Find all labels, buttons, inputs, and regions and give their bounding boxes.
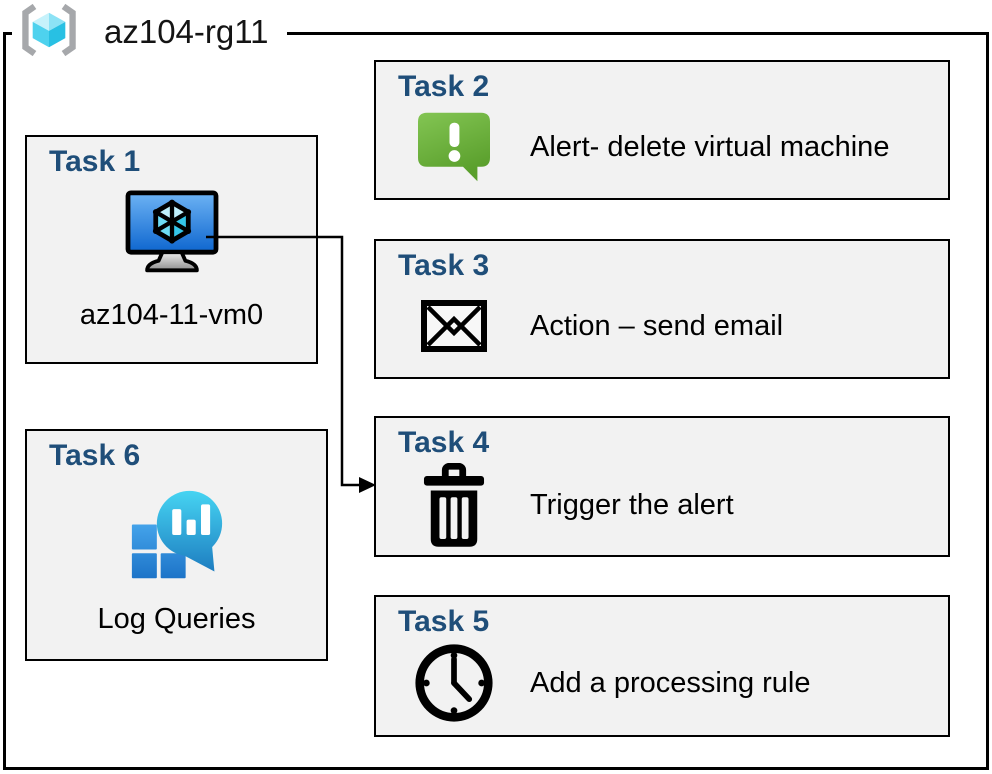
- task5-title: Task 5: [398, 605, 490, 638]
- task-box-task1: Task 1 az104-11-vm0: [25, 135, 318, 364]
- resource-group-name: az104-rg11: [104, 13, 269, 50]
- task-box-task3: Task 3 Action – send email: [374, 239, 950, 379]
- task-box-task6: Task 6 Log Queries: [25, 429, 328, 661]
- task-box-task2: Task 2 Alert- delete virtual machine: [374, 60, 950, 200]
- trash-icon: [412, 462, 496, 549]
- email-icon: [412, 300, 496, 353]
- task5-label: Add a processing rule: [530, 666, 811, 699]
- task3-title: Task 3: [398, 249, 490, 282]
- clock-icon: [412, 643, 496, 723]
- task-box-task4: Trigger the alert Task 4: [374, 416, 950, 557]
- task-box-task5: Task 5 Add a processing rule: [374, 595, 950, 737]
- log-queries-icon: [129, 488, 225, 589]
- task3-label: Action – send email: [530, 309, 784, 342]
- task2-title: Task 2: [398, 70, 490, 103]
- task6-title: Task 6: [49, 439, 141, 472]
- alert-icon: [412, 111, 496, 183]
- task2-label: Alert- delete virtual machine: [530, 130, 890, 163]
- task4-label: Trigger the alert: [530, 489, 734, 521]
- virtual-machine-icon: [124, 189, 220, 283]
- vm-name-label: az104-11-vm0: [79, 298, 264, 331]
- resource-group-icon: [16, 1, 82, 64]
- task1-title: Task 1: [49, 145, 141, 178]
- task4-title: Task 4: [398, 426, 490, 459]
- log-queries-label: Log Queries: [97, 602, 256, 635]
- resource-group-header: az104-rg11: [12, 2, 287, 62]
